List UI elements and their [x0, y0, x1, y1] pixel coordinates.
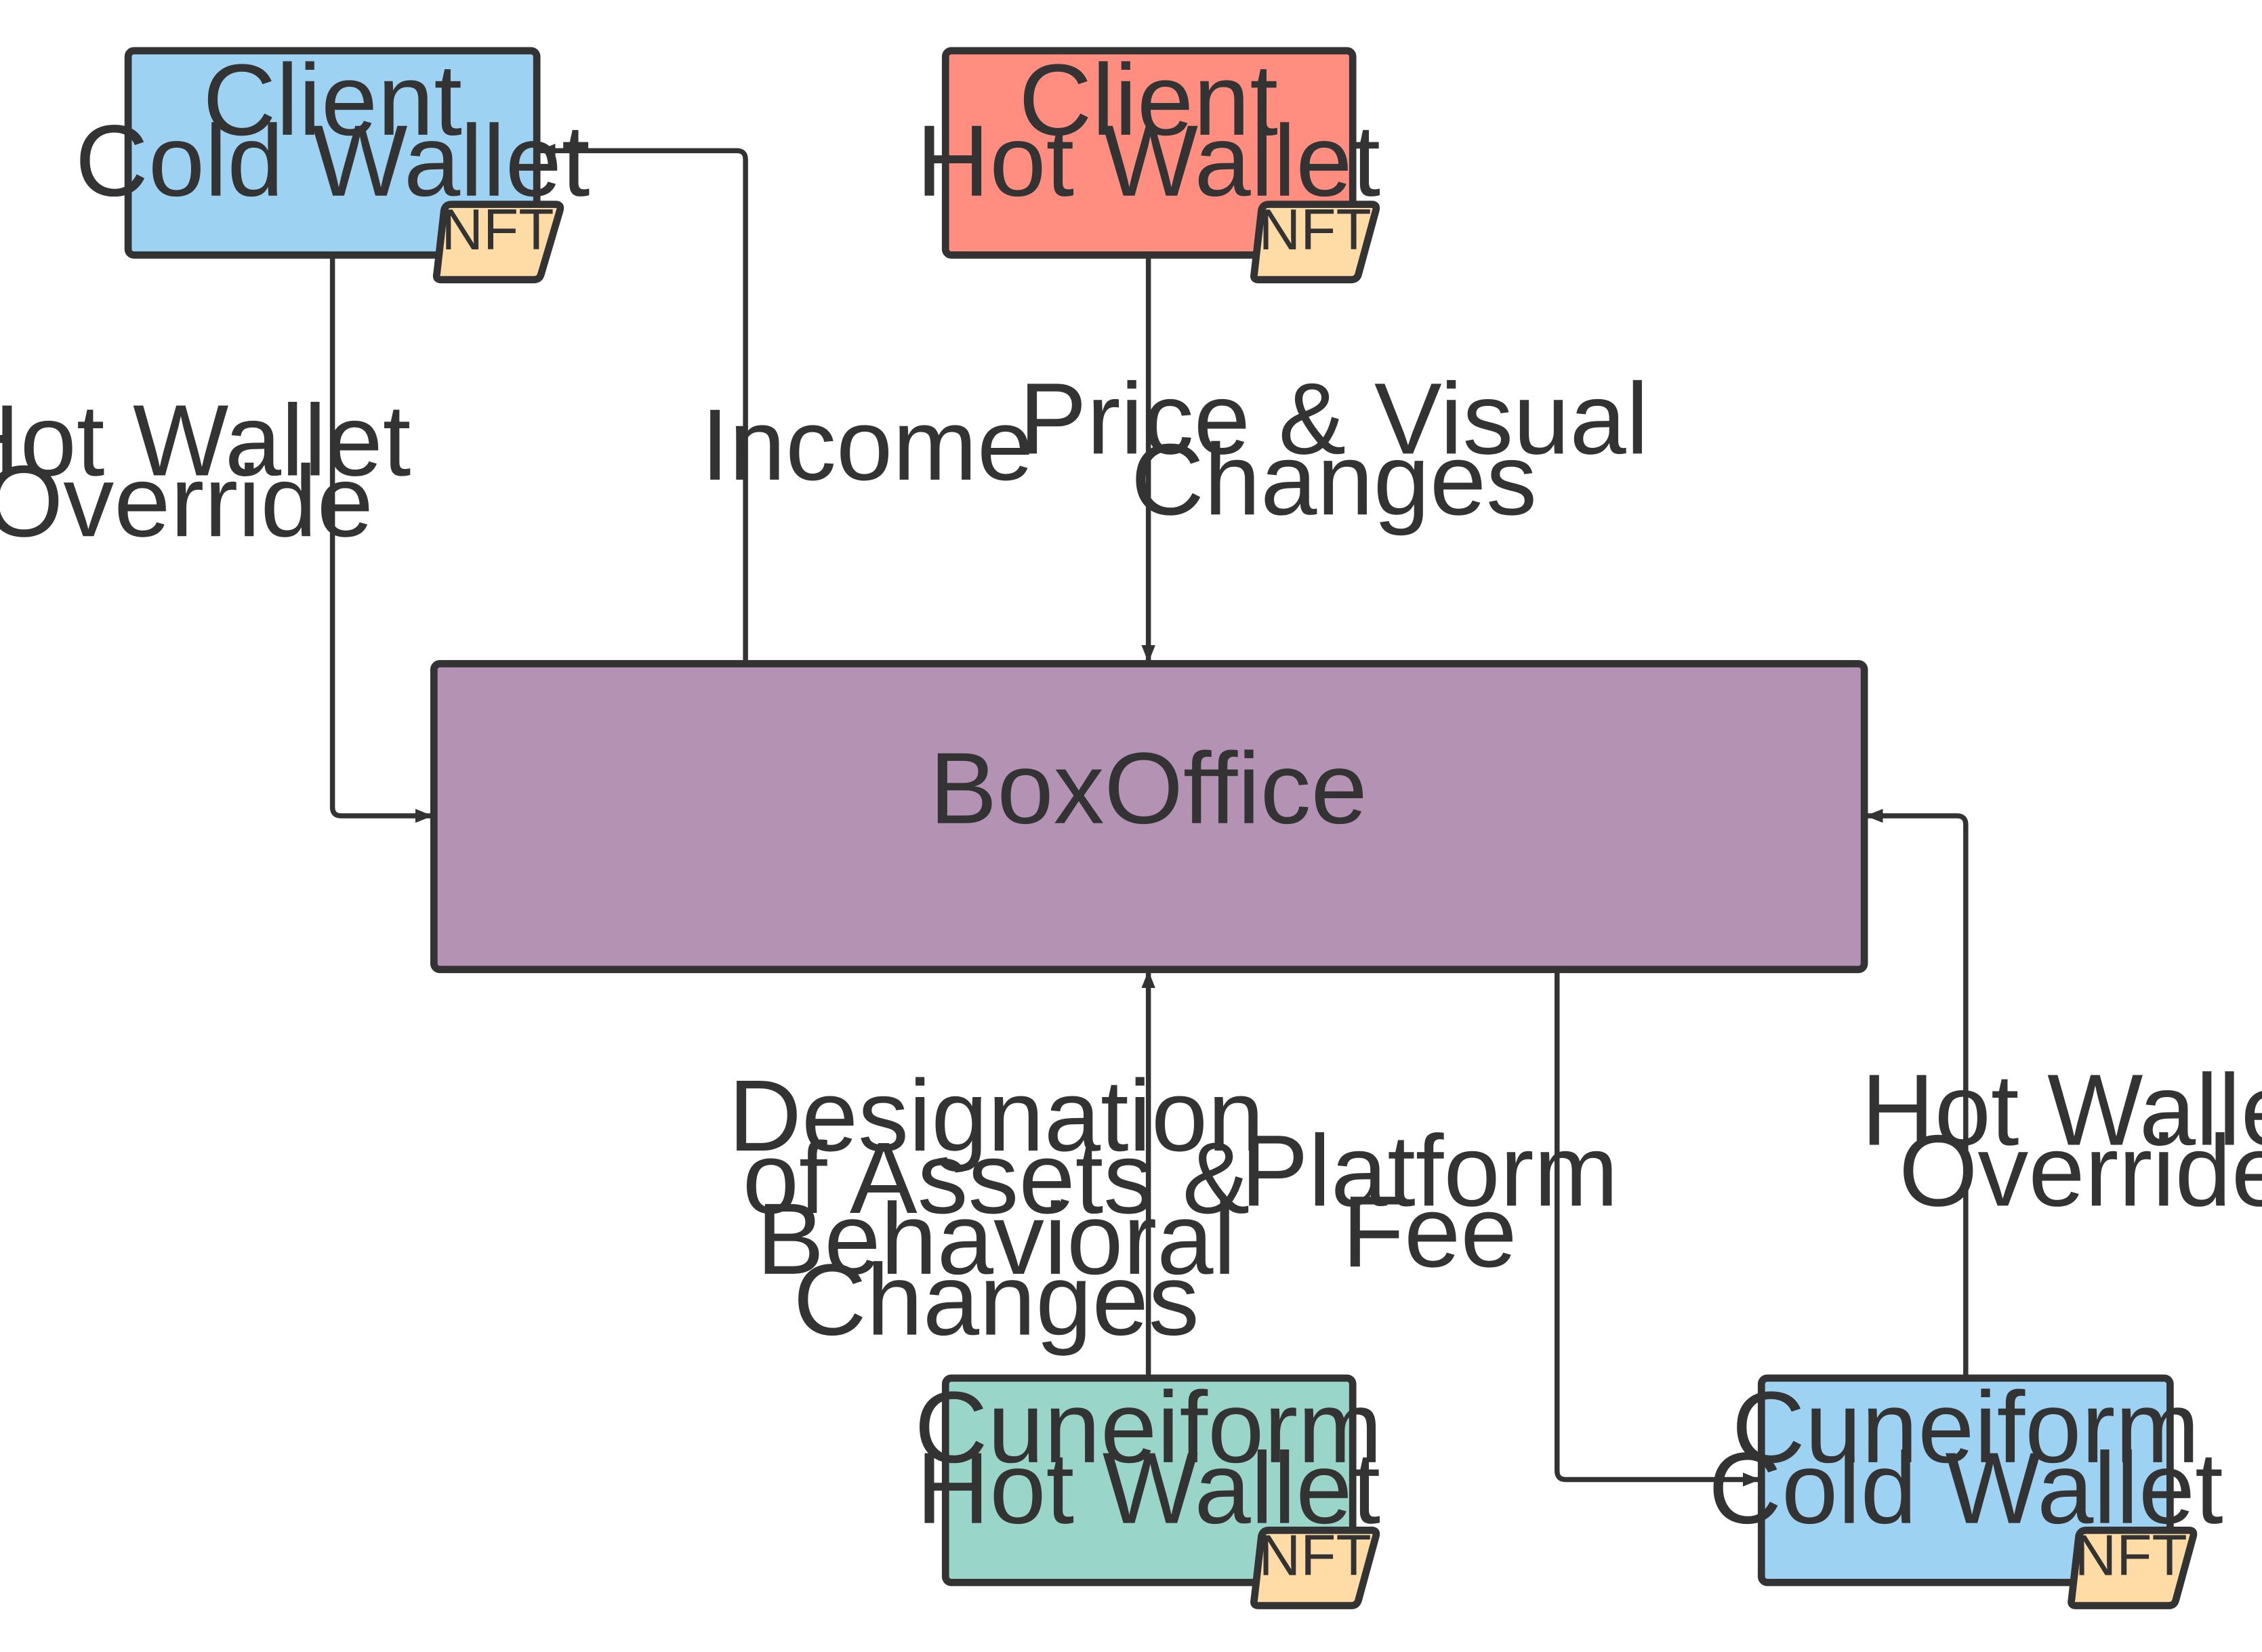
cuneiform-cold-wallet-node[interactable]: Cuneiform Cold Wallet NFT: [1708, 1370, 2223, 1609]
client-cold-wallet-node[interactable]: Client Cold Wallet NFT: [75, 43, 590, 284]
box-office-node[interactable]: BoxOffice: [430, 660, 1868, 974]
edge-client-cold-override: [329, 255, 433, 823]
cuneiform-cold-wallet-subtitle: Cold Wallet: [1708, 1431, 2223, 1545]
edge-label-line: Changes: [794, 1243, 1199, 1357]
nft-badge-shape: [2068, 1527, 2198, 1609]
edge-label-line: Override: [0, 444, 373, 558]
edge-label-line: Behavioral: [756, 1182, 1235, 1296]
client-cold-wallet-box: [124, 47, 541, 259]
cuneiform-hot-wallet-node[interactable]: Cuneiform Hot Wallet NFT: [914, 1370, 1382, 1609]
nft-badge-label: NFT: [1258, 1524, 1371, 1588]
edge-income: [537, 144, 748, 664]
edge-label-line: Hot Wallet: [0, 383, 411, 497]
client-hot-wallet-nft-badge: NFT: [1250, 198, 1380, 284]
nft-badge-shape: [432, 201, 564, 284]
nft-badge-label: NFT: [1258, 198, 1371, 262]
box-office-label: BoxOffice: [930, 731, 1368, 845]
cuneiform-cold-wallet-box: [1757, 1374, 2174, 1586]
edge-label-line: Override: [1899, 1113, 2262, 1227]
nft-badge-label: NFT: [2074, 1524, 2187, 1588]
edge-label-line: Income: [701, 388, 1033, 501]
box-office-box: [430, 660, 1868, 974]
nft-badge-label: NFT: [441, 198, 554, 262]
nft-badge-shape: [1250, 201, 1380, 284]
edge-label-income: Income: [701, 388, 1033, 501]
client-cold-wallet-nft-badge: NFT: [432, 198, 564, 284]
cuneiform-hot-wallet-subtitle: Hot Wallet: [916, 1431, 1380, 1545]
client-cold-wallet-title: Client: [203, 43, 462, 157]
edge-label-line: Platform: [1241, 1113, 1618, 1227]
edge-label-price-visual: Price & Visual Changes: [1019, 361, 1649, 536]
cuneiform-hot-wallet-box: [941, 1374, 1357, 1586]
edge-label-line: Price & Visual: [1019, 361, 1649, 475]
edge-label-designation: Designation of Assets & Behavioral Chang…: [728, 1058, 1264, 1357]
edge-label-line: Changes: [1131, 422, 1537, 536]
edge-platform-fee: [1555, 969, 1761, 1487]
cuneiform-hot-wallet-title: Cuneiform: [914, 1370, 1382, 1484]
edge-label-line: of Assets &: [743, 1121, 1250, 1235]
edge-cuneiform-cold-override: [1865, 808, 1969, 1378]
edge-label-cuneiform-cold-override: Hot Wallet Override: [1862, 1052, 2262, 1227]
client-hot-wallet-node[interactable]: Client Hot Wallet NFT: [916, 43, 1380, 284]
edge-label-client-cold-override: Hot Wallet Override: [0, 383, 411, 558]
nft-badge-shape: [1250, 1527, 1380, 1609]
cuneiform-hot-wallet-nft-badge: NFT: [1250, 1524, 1380, 1609]
client-hot-wallet-subtitle: Hot Wallet: [916, 104, 1380, 218]
edge-label-line: Hot Wallet: [1862, 1052, 2262, 1166]
client-cold-wallet-subtitle: Cold Wallet: [75, 104, 590, 218]
client-hot-wallet-title: Client: [1019, 43, 1278, 157]
cuneiform-cold-wallet-title: Cuneiform: [1732, 1370, 2200, 1484]
edge-label-line: Fee: [1342, 1174, 1517, 1288]
edge-label-line: Designation: [728, 1058, 1264, 1172]
cuneiform-cold-wallet-nft-badge: NFT: [2068, 1524, 2198, 1609]
edge-label-platform-fee: Platform Fee: [1241, 1113, 1618, 1288]
client-hot-wallet-box: [941, 47, 1357, 259]
